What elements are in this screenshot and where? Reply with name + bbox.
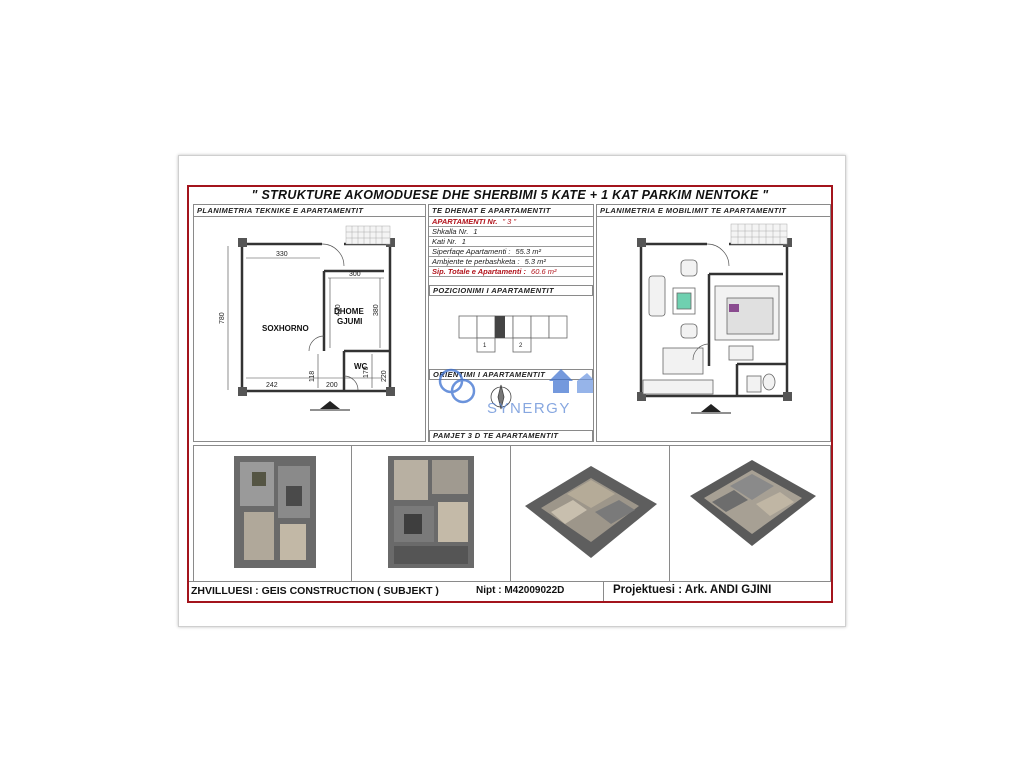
info-row-common-area: Ambjente te perbashketa :5.3 m² [429,257,593,267]
synergy-logo-icon [438,368,476,404]
render-iso-view-1 [511,446,670,581]
entrance-marker-icon [320,401,340,409]
room-label-wc: WC [354,362,368,371]
document-sheet: " STRUKTURE AKOMODUESE DHE SHERBIMI 5 KA… [178,155,846,627]
unit-label-1: 1 [483,343,487,349]
info-row-area: Siperfaqe Apartamenti :55.3 m² [429,247,593,257]
technical-floor-plan: 330 300 780 430 380 242 118 200 170 220 … [194,216,425,441]
position-diagram: 1 2 [458,315,568,353]
position-header: POZICIONIMI I APARTAMENTIT [429,285,593,296]
render-top-view-1 [194,446,352,581]
furniture-floor-plan [597,216,830,441]
dim-bottom-5: 220 [381,370,388,382]
room-label-soxhorno: SOXHORNO [262,324,309,333]
technical-plan-panel: PLANIMETRIA TEKNIKE E APARTAMENTIT [193,204,426,442]
orientation-header: ORIENTIMI I APARTAMENTIT [429,369,593,380]
dim-right-height: 380 [373,304,380,316]
unit-label-2: 2 [519,343,523,349]
apartment-data-panel: TE DHENAT E APARTAMENTIT APARTAMENTI Nr.… [428,204,594,442]
dim-left-height: 780 [219,312,226,324]
compass-icon [490,384,512,410]
info-row-staircase: Shkalla Nr.1 [429,227,593,237]
furniture-items [642,259,780,395]
watermark-text: SYNERGY [487,400,571,417]
nipt-label: Nipt : M42009022D [476,585,565,596]
dim-mid-height: 430 [335,304,342,316]
house-logo-icon [549,369,593,393]
developer-label: ZHVILLUESI : GEIS CONSTRUCTION ( SUBJEKT… [191,585,439,597]
orientation-area: SYNERGY [438,368,593,417]
furniture-entrance-marker-icon [701,404,721,412]
dim-bottom-1: 242 [266,382,278,389]
dim-top-right: 300 [349,271,361,278]
apartment-data-header: TE DHENAT E APARTAMENTIT [429,205,593,217]
dim-bottom-4: 170 [363,366,370,378]
render-iso-view-2 [670,446,832,581]
footer-divider [603,582,604,601]
views-header: PAMJET 3 D TE APARTAMENTIT [429,430,593,442]
bed-cushion-icon [729,304,739,312]
dim-bottom-2: 118 [309,371,316,382]
furniture-plan-panel: PLANIMETRIA E MOBILIMIT TE APARTAMENTIT [596,204,831,442]
furniture-plan-drawing [637,223,792,414]
info-row-total-area: Sip. Totale e Apartamenti :60.6 m² [429,267,593,277]
renders-strip [193,445,831,582]
sheet-title: " STRUKTURE AKOMODUESE DHE SHERBIMI 5 KA… [251,188,769,202]
technical-plan-header: PLANIMETRIA TEKNIKE E APARTAMENTIT [194,205,425,217]
info-row-floor: Kati Nr.1 [429,237,593,247]
dim-top-left: 330 [276,251,288,258]
render-top-view-2 [352,446,511,581]
technical-plan-drawing: 330 300 780 430 380 242 118 200 170 220 … [219,225,395,411]
dim-bottom-3: 200 [326,382,338,389]
room-label-gjumi: GJUMI [337,317,362,326]
drawing-frame: " STRUKTURE AKOMODUESE DHE SHERBIMI 5 KA… [187,185,833,603]
info-row-apartment: APARTAMENTI Nr." 3 " [429,217,593,227]
furniture-plan-header: PLANIMETRIA E MOBILIMIT TE APARTAMENTIT [597,205,830,217]
room-label-dhome: DHOME [334,307,364,316]
title-block-footer: ZHVILLUESI : GEIS CONSTRUCTION ( SUBJEKT… [189,581,831,601]
designer-label: Projektuesi : Ark. ANDI GJINI [613,584,772,596]
